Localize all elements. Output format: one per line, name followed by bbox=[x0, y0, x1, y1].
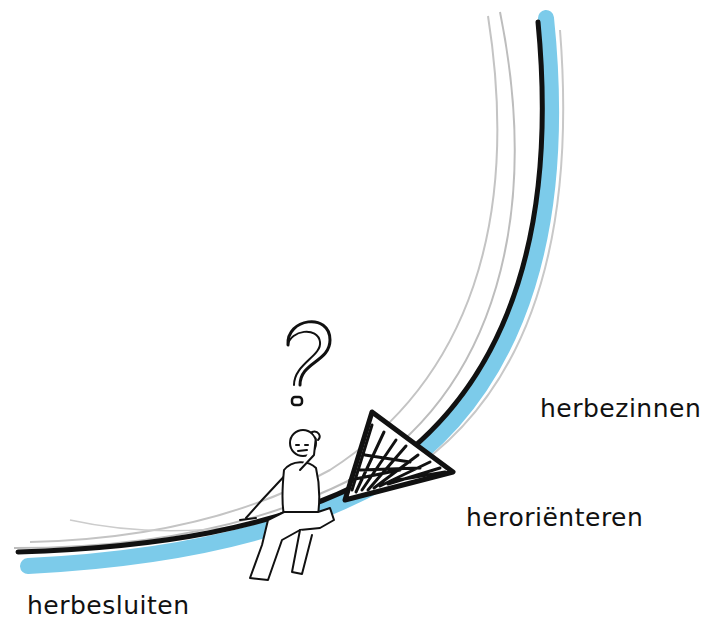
stage-label: heroriënteren bbox=[466, 503, 643, 533]
question-mark bbox=[288, 332, 320, 385]
arrowhead bbox=[345, 412, 453, 500]
sitting-person bbox=[240, 430, 334, 580]
sketch-line bbox=[14, 12, 515, 548]
curve-line bbox=[18, 22, 542, 552]
stage-label: herbesluiten bbox=[27, 591, 190, 621]
question-mark bbox=[288, 322, 330, 385]
sketch-line bbox=[40, 30, 563, 560]
sketch-line bbox=[30, 16, 497, 542]
blue-band bbox=[28, 18, 551, 566]
question-dot bbox=[292, 397, 302, 405]
stage-label: herbezinnen bbox=[540, 394, 701, 424]
